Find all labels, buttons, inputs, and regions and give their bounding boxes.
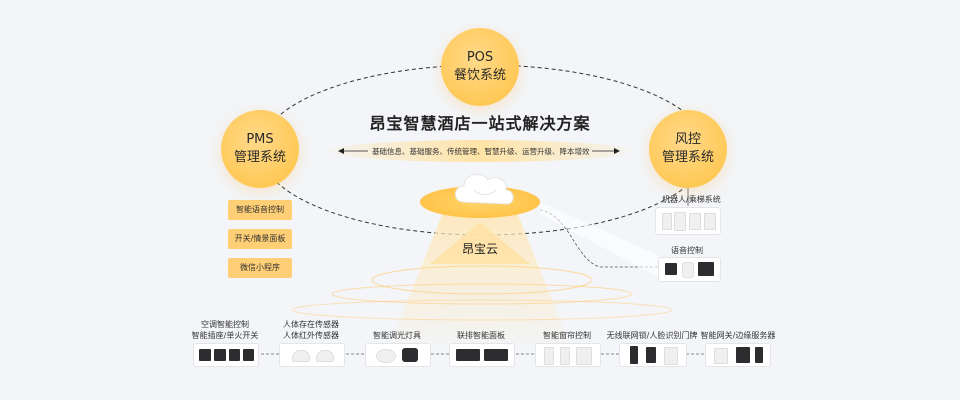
- device-label-sensor-line1: 人体存在传感器: [283, 320, 339, 329]
- pms-node: PMS 管理系统: [221, 110, 299, 188]
- diagram-subtitle: 基础信息、基础服务、传统管理、智慧升级、运营升级、降本增效: [372, 147, 590, 156]
- voice-module-label: 语音控制: [671, 246, 703, 255]
- pms-node-line1: PMS: [246, 132, 274, 147]
- diagram-title: 昂宝智慧酒店一站式解决方案: [369, 114, 591, 133]
- smart-socket-icon: [214, 349, 226, 361]
- cloud-arrow: [430, 222, 530, 264]
- device-label-gateway: 智能网关/边缘服务器: [700, 331, 776, 340]
- row-panel-icon: [484, 349, 508, 361]
- robot-device-icon: [704, 213, 716, 230]
- device-box-ac: [193, 343, 259, 367]
- door-lock-icon: [630, 346, 638, 364]
- robot-device-icon: [662, 213, 672, 230]
- cloud-label: 昂宝云: [461, 242, 498, 256]
- edge-server-icon: [755, 347, 763, 363]
- pos-node: POS 餐饮系统: [441, 28, 519, 106]
- infrared-sensor-icon: [316, 350, 334, 362]
- curtain-controller-icon: [576, 347, 592, 365]
- curtain-motor-icon: [560, 347, 570, 365]
- device-label-ac-line2: 智能插座/单火开关: [191, 331, 259, 340]
- curtain-motor-icon: [544, 347, 554, 365]
- voice-module-box: [658, 257, 721, 282]
- pos-node-line2: 餐饮系统: [453, 68, 506, 83]
- spotlight-icon: [402, 348, 418, 362]
- pms-feature-panel: 开关/情景面板: [228, 229, 292, 249]
- face-recognition-icon: [646, 347, 656, 363]
- pms-feature-voice: 智能语音控制: [228, 200, 292, 220]
- device-box-panel: [449, 343, 515, 367]
- base-ring-inner: [371, 265, 593, 295]
- device-box-sensor: [279, 343, 345, 367]
- downlight-icon: [376, 349, 396, 363]
- elevator-device-icon: [674, 212, 686, 231]
- presence-sensor-icon: [292, 350, 310, 362]
- base-ring-outer: [291, 299, 673, 321]
- risk-node-line2: 管理系统: [661, 150, 714, 165]
- light-cone: [390, 200, 570, 345]
- robot-module-label: 机器人/乘梯系统: [662, 195, 721, 204]
- subtitle-bar: [330, 140, 630, 162]
- robot-device-icon: [689, 213, 701, 230]
- risk-node-line1: 风控: [674, 132, 701, 147]
- device-box-lighting: [365, 343, 431, 367]
- device-box-gateway: [705, 343, 771, 367]
- voice-screen-icon: [698, 262, 714, 276]
- device-label-curtain: 智能窗帘控制: [543, 331, 591, 340]
- device-label-panel: 联排智能面板: [457, 331, 505, 340]
- edge-server-icon: [736, 347, 750, 363]
- pms-node-line2: 管理系统: [233, 150, 286, 165]
- pms-feature-miniprogram: 微信小程序: [228, 258, 292, 278]
- device-label-sensor: 人体存在传感器 人体红外传感器: [276, 319, 346, 341]
- base-ring-middle: [331, 283, 633, 305]
- device-label-ac: 空调智能控制 智能插座/单火开关: [190, 319, 260, 341]
- row-panel-icon: [456, 349, 480, 361]
- device-label-sensor-line2: 人体红外传感器: [283, 331, 339, 340]
- switch-icon: [243, 349, 254, 361]
- risk-node: 风控 管理系统: [649, 110, 727, 188]
- ac-controller-icon: [199, 349, 211, 361]
- voice-panel-icon: [665, 263, 677, 275]
- cloud-icon: [455, 173, 514, 205]
- device-label-lock: 无线联网锁/人脸识别门牌: [606, 331, 698, 340]
- pos-node-line1: POS: [466, 50, 494, 65]
- device-label-ac-line1: 空调智能控制: [201, 320, 249, 329]
- robot-module-box: [655, 207, 721, 235]
- smart-speaker-icon: [682, 262, 694, 278]
- device-box-curtain: [535, 343, 601, 367]
- doorplate-icon: [664, 347, 678, 365]
- device-label-lighting: 智能调光灯具: [373, 331, 421, 340]
- switch-icon: [229, 349, 240, 361]
- device-box-lock: [619, 343, 687, 367]
- gateway-icon: [714, 348, 728, 364]
